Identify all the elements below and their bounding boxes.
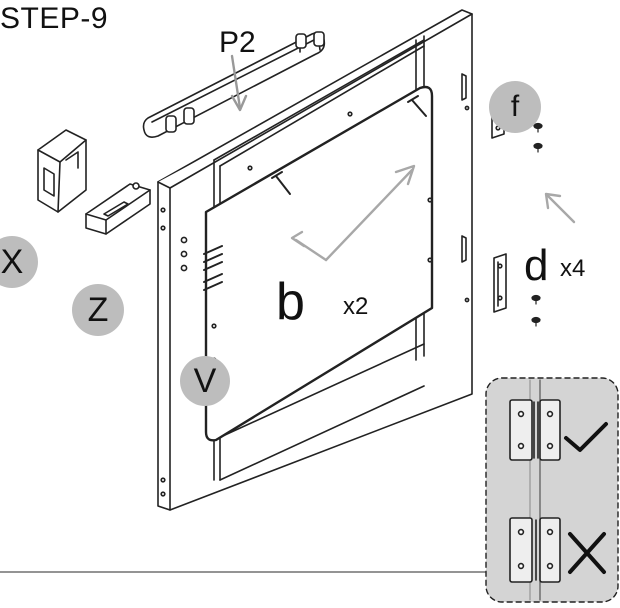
panel-screws-drawing <box>203 95 427 291</box>
callout-v-badge: V <box>180 356 230 406</box>
wrong-hinge-drawing <box>509 517 561 583</box>
screw-label: d <box>524 241 549 290</box>
panel-direction-arrows <box>290 164 416 262</box>
callout-f-badge: f <box>489 81 541 133</box>
arrow-to-hinge <box>544 192 576 224</box>
callout-z-badge: Z <box>72 284 124 336</box>
panel-label: b <box>276 273 305 331</box>
panel-b-drawing <box>204 85 434 442</box>
hinge-f-drawing <box>491 99 507 313</box>
bracket-x-drawing <box>37 129 87 213</box>
screws-d-drawing <box>531 122 543 327</box>
check-mark-icon <box>564 422 608 452</box>
screw-quantity: x4 <box>560 255 586 282</box>
plate-z-drawing <box>85 182 151 235</box>
hinge-orientation-inset <box>485 377 619 603</box>
panel-quantity: x2 <box>343 293 369 320</box>
arrow-to-handle <box>230 54 248 112</box>
handle-label: P2 <box>219 26 256 59</box>
correct-hinge-drawing <box>509 399 561 461</box>
step-title: STEP-9 <box>0 2 109 35</box>
cross-mark-icon <box>568 532 606 574</box>
handle-p2-drawing <box>142 31 326 138</box>
